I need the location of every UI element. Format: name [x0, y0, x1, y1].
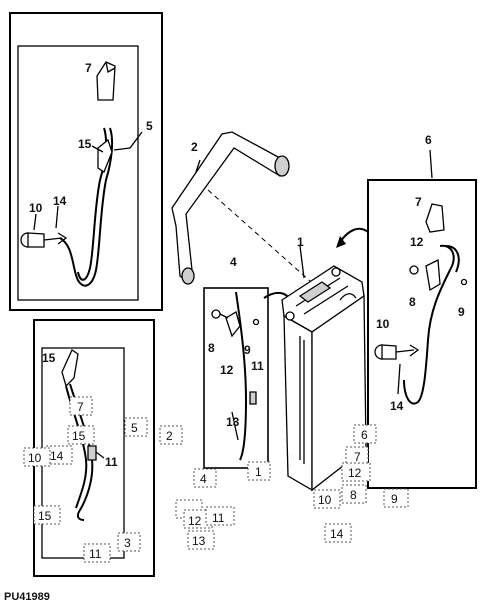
label-1-center: 1: [255, 465, 262, 479]
inset-center: 4 8 9 12 11 13 4 1: [193, 255, 294, 488]
label-12-loose-b: 12: [188, 514, 202, 528]
label-6-loose: 6: [361, 428, 368, 442]
label-14-bottom-left: 14: [50, 449, 64, 463]
label-7-bottom-left: 7: [77, 400, 84, 414]
terminal-clamp-icon: [97, 138, 113, 173]
label-7-top-left: 7: [85, 61, 92, 75]
label-14-top-left: 14: [53, 194, 67, 208]
label-4-center-b: 4: [200, 472, 207, 486]
label-15-bottom-left-a: 15: [42, 351, 56, 365]
label-13-loose: 13: [192, 534, 206, 548]
label-13-center: 13: [226, 415, 240, 429]
label-10-bottom-left: 10: [28, 451, 42, 465]
label-3-bottom-left: 3: [124, 536, 131, 550]
terminal-cover-right-icon: [425, 203, 445, 233]
label-12-loose: 12: [348, 466, 362, 480]
label-12-right: 12: [410, 235, 424, 249]
label-1-battery: 1: [297, 235, 304, 249]
label-9-right: 9: [458, 305, 465, 319]
label-14-right: 14: [390, 399, 404, 413]
connector-icon: [87, 445, 97, 461]
label-6-right: 6: [425, 133, 432, 147]
label-8-right: 8: [409, 295, 416, 309]
label-11-loose: 11: [212, 511, 225, 525]
label-9-center: 9: [244, 343, 251, 357]
label-11-center: 11: [251, 359, 264, 373]
label-8-loose: 8: [350, 488, 357, 502]
label-5-bottom-left: 5: [131, 421, 138, 435]
loose-tags: 6 7 12 8 9 10 14 12 11 13: [175, 424, 409, 550]
label-14-loose: 14: [330, 527, 344, 541]
label-15-bottom-left-b: 15: [72, 429, 86, 443]
label-4-center-a: 4: [230, 255, 237, 269]
label-7-loose: 7: [354, 450, 361, 464]
figure-id: PU41989: [4, 591, 50, 603]
label-10-right: 10: [376, 317, 390, 331]
hold-down-bracket: 2: [171, 131, 321, 291]
label-8-center: 8: [208, 341, 215, 355]
label-2-loose: 2: [166, 429, 173, 443]
terminal-clamp-bottom-icon: [61, 349, 79, 388]
inset-right: 6 7 12 8 9 10 14: [367, 133, 477, 489]
inset-bottom-left: 15 7 5 15 14 11 10 15 11 3: [23, 319, 155, 577]
label-15-top-left: 15: [78, 137, 92, 151]
label-11-bottom-left-b: 11: [89, 547, 102, 561]
label-2-bracket: 2: [191, 140, 198, 154]
label-15-bottom-left-c: 15: [38, 509, 52, 523]
label-10-top-left: 10: [29, 201, 43, 215]
inset-top-left: 7 5 15 10 14: [9, 12, 163, 311]
label-10-loose: 10: [318, 493, 332, 507]
label-9-loose: 9: [391, 492, 398, 506]
label-11-bottom-left-a: 11: [105, 455, 118, 469]
label-5-top-left: 5: [146, 119, 153, 133]
terminal-cover-icon: [96, 61, 116, 101]
label-7-right: 7: [415, 195, 422, 209]
label-12-center: 12: [220, 363, 234, 377]
